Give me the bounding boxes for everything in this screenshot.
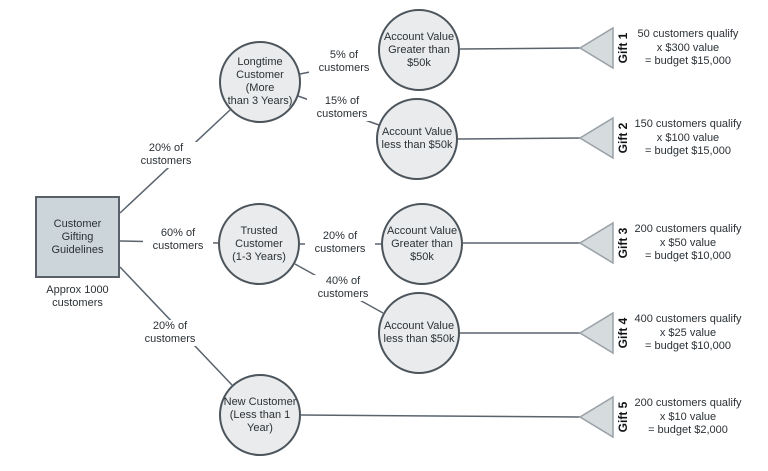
gift-4-description: 400 customers qualify x $25 value = budg…	[632, 313, 744, 354]
gift-3-label: Gift 3	[616, 227, 630, 259]
edge-label-trusted-high-percent: 20% of customers	[305, 230, 375, 256]
gift-5-value: x $10 value	[659, 410, 717, 423]
gift-2-description: 150 customers qualify x $100 value = bud…	[632, 118, 744, 159]
gift-3-qualify: 200 customers qualify	[634, 223, 742, 235]
gift-3-budget: = budget $10,000	[645, 250, 731, 262]
gift-3-value: x $50 value	[659, 236, 717, 249]
gift-5-triangle	[578, 395, 614, 439]
node-new-customer: New Customer (Less than 1 Year)	[219, 374, 301, 456]
gift-3-triangle	[578, 221, 614, 265]
edge-label-new-percent: 20% of customers	[135, 320, 205, 346]
edge-label-longtime-high-percent: 5% of customers	[309, 49, 379, 75]
gift-4-qualify: 400 customers qualify	[634, 313, 742, 325]
gift-5-description: 200 customers qualify x $10 value = budg…	[632, 397, 744, 438]
gift-1-budget: = budget $15,000	[645, 55, 731, 67]
gift-3-description: 200 customers qualify x $50 value = budg…	[632, 223, 744, 264]
gift-1-label: Gift 1	[616, 32, 630, 64]
gift-1-description: 50 customers qualify x $300 value = budg…	[632, 28, 744, 69]
node-trusted-customer: Trusted Customer (1-3 Years)	[218, 203, 300, 285]
root-note-approx-customers: Approx 1000 customers	[46, 284, 109, 309]
edge-high1-to-gift1	[459, 47, 581, 50]
edge-new-to-gift5	[300, 414, 581, 418]
node-account-value-less-50k-trusted: Account Value less than $50k	[378, 292, 460, 374]
edge-label-longtime-percent: 20% of customers	[131, 142, 201, 168]
edge-label-longtime-low-percent: 15% of customers	[307, 95, 377, 121]
gift-2-qualify: 150 customers qualify	[634, 118, 742, 130]
gift-1-value: x $300 value	[656, 41, 720, 54]
node-account-value-greater-50k-trusted: Account Value Greater than $50k	[381, 203, 463, 285]
edge-label-trusted-percent: 60% of customers	[143, 227, 213, 253]
gift-2-value: x $100 value	[656, 131, 720, 144]
gift-4-triangle	[578, 311, 614, 355]
node-account-value-greater-50k-longtime: Account Value Greater than $50k	[378, 9, 460, 91]
gift-1-qualify: 50 customers qualify	[637, 28, 739, 40]
gift-1-triangle	[578, 26, 614, 70]
gift-5-label: Gift 5	[616, 401, 630, 433]
node-longtime-customer: Longtime Customer (More than 3 Years)	[219, 41, 301, 123]
gift-5-qualify: 200 customers qualify	[634, 397, 742, 409]
edge-low1-to-gift2	[457, 137, 581, 140]
gift-5-budget: = budget $2,000	[648, 424, 728, 436]
gift-4-budget: = budget $10,000	[645, 340, 731, 352]
gift-4-value: x $25 value	[659, 326, 717, 339]
gift-2-label: Gift 2	[616, 122, 630, 154]
root-node-customer-gifting-guidelines: Customer Gifting Guidelines	[35, 196, 120, 278]
node-account-value-less-50k-longtime: Account Value less than $50k	[376, 98, 458, 180]
gift-2-triangle	[578, 116, 614, 160]
edge-label-trusted-low-percent: 40% of customers	[308, 275, 378, 301]
gift-2-budget: = budget $15,000	[645, 145, 731, 157]
gift-4-label: Gift 4	[616, 317, 630, 349]
